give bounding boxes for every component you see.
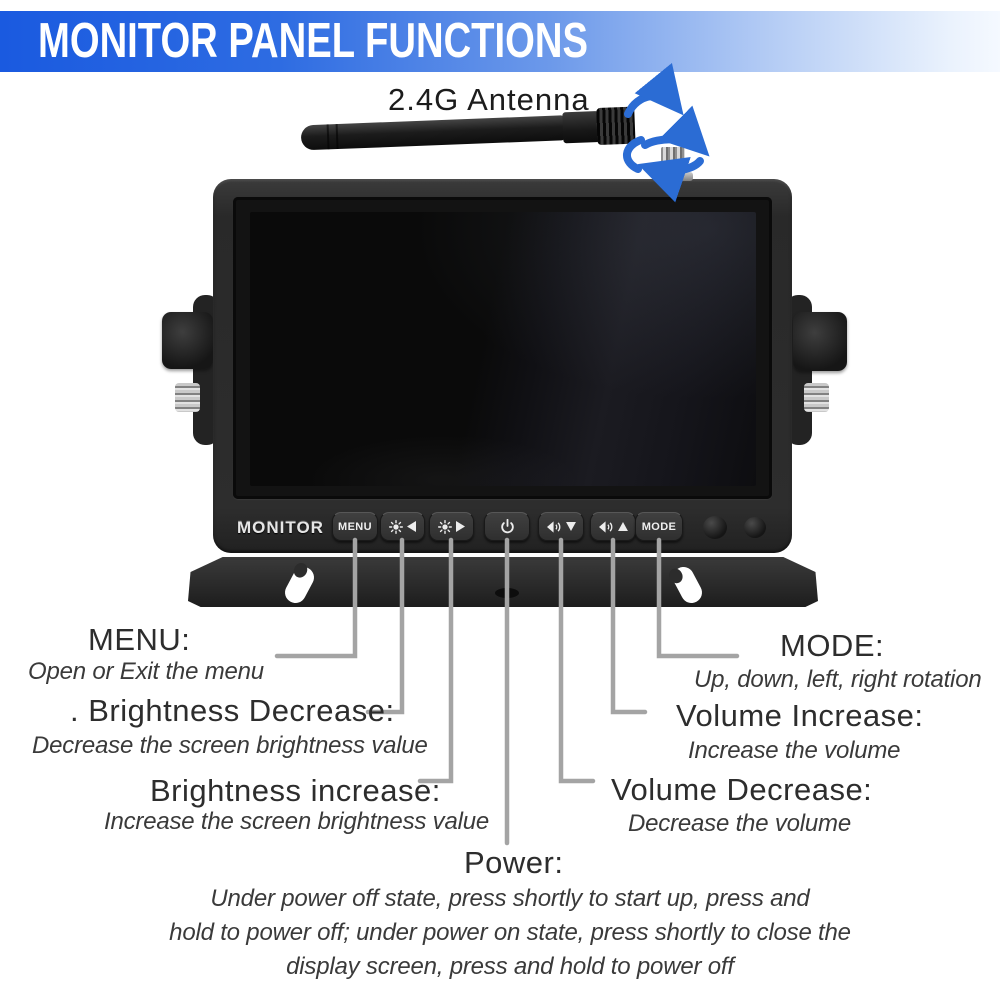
right-mount-screw — [804, 383, 829, 412]
brightness-increase-callout-desc: Increase the screen brightness value — [104, 808, 490, 835]
page-title: MONITOR PANEL FUNCTIONS — [38, 13, 588, 68]
left-mount-knob — [162, 312, 213, 369]
menu-callout-line — [274, 537, 358, 659]
power-icon — [500, 519, 514, 534]
title-banner: MONITOR PANEL FUNCTIONS — [0, 11, 1000, 72]
led-indicator — [744, 517, 766, 538]
volume-increase-callout-title: Volume Increase: — [676, 698, 924, 733]
brightness-decrease-button[interactable] — [380, 512, 425, 541]
sun-icon — [389, 519, 403, 534]
power-desc-line3: display screen, press and hold to power … — [286, 953, 734, 980]
sun-icon — [438, 519, 452, 534]
menu-button-label: MENU — [338, 520, 372, 533]
menu-callout-title: MENU: — [88, 622, 191, 657]
mode-button[interactable]: MODE — [635, 512, 683, 541]
speaker-icon — [598, 520, 612, 533]
mode-button-label: MODE — [641, 520, 677, 533]
mode-callout-title: MODE: — [780, 628, 885, 663]
brightness-decrease-callout-line — [365, 537, 405, 715]
power-desc-line1: Under power off state, press shortly to … — [210, 885, 810, 912]
speaker-icon — [546, 520, 560, 533]
brightness-decrease-callout-desc: Decrease the screen brightness value — [32, 732, 428, 759]
volume-increase-callout-desc: Increase the volume — [688, 737, 901, 764]
right-mount-knob — [793, 312, 847, 371]
monitor-screen — [250, 212, 756, 486]
mode-callout-desc: Up, down, left, right rotation — [694, 666, 982, 693]
right-arrow-icon — [456, 521, 465, 532]
volume-decrease-callout-desc: Decrease the volume — [628, 810, 851, 837]
brand-logo: MONITOR — [237, 518, 324, 537]
volume-decrease-button[interactable] — [538, 512, 584, 541]
down-arrow-icon — [565, 522, 576, 531]
volume-decrease-callout-line — [558, 537, 596, 784]
brightness-increase-callout-title: Brightness increase: — [150, 773, 441, 808]
ir-sensor — [703, 516, 727, 539]
volume-increase-callout-line — [610, 537, 648, 715]
left-arrow-icon — [407, 521, 416, 532]
brightness-increase-callout-line — [417, 537, 454, 784]
mode-callout-line — [656, 537, 740, 659]
antenna-label: 2.4G Antenna — [388, 82, 590, 117]
volume-decrease-callout-title: Volume Decrease: — [611, 772, 873, 807]
power-desc-line2: hold to power off; under power on state,… — [169, 919, 851, 946]
up-arrow-icon — [617, 522, 628, 531]
power-callout-title: Power: — [464, 845, 564, 880]
power-callout-desc: Under power off state, press shortly to … — [140, 882, 880, 984]
menu-callout-desc: Open or Exit the menu — [28, 658, 264, 685]
brightness-increase-button[interactable] — [429, 512, 474, 541]
left-mount-screw — [175, 383, 200, 412]
brightness-decrease-callout-title: . Brightness Decrease: — [70, 693, 395, 728]
